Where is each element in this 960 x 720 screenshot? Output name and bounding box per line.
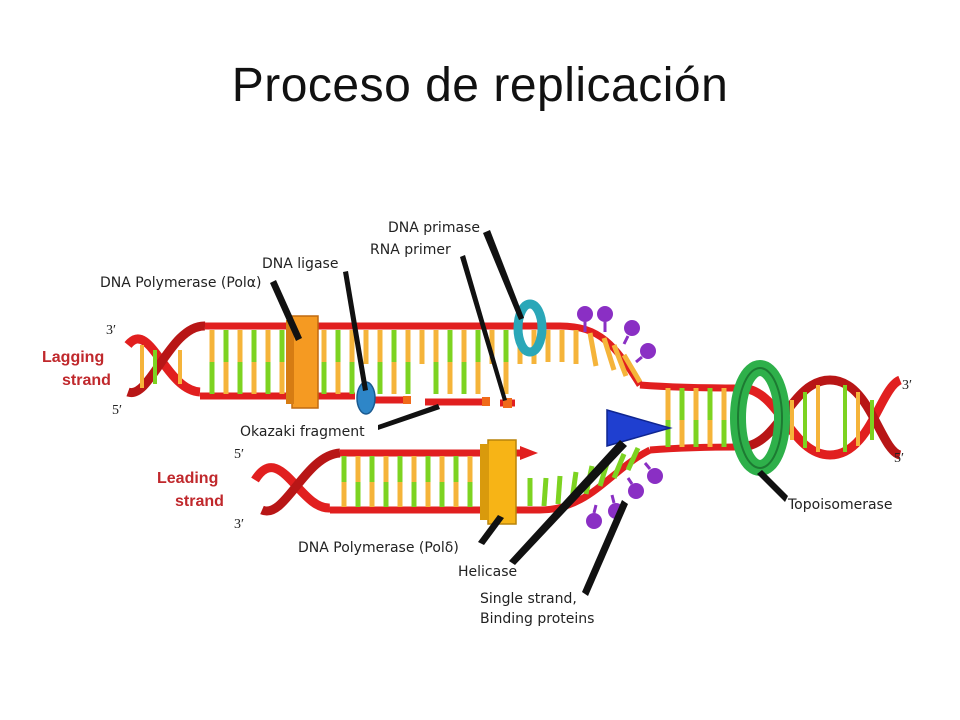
dna-polymerase-delta: [487, 439, 517, 525]
label-dna-polymerase-alpha: DNA Polymerase (Polα): [100, 275, 261, 291]
lagging-strand: [124, 321, 643, 407]
dna-polymerase-delta-side: [480, 444, 489, 520]
label-dna-polymerase-delta: DNA Polymerase (Polδ): [298, 540, 459, 556]
end-right-top: 3′: [902, 378, 912, 393]
label-leading-strand-2: strand: [175, 493, 224, 510]
leading-base-pairs: [341, 456, 473, 507]
label-rna-primer: RNA primer: [370, 242, 451, 258]
label-ssb-line2: Binding proteins: [480, 611, 594, 627]
end-leading-bottom: 3′: [234, 517, 244, 532]
parental-bottom-backbone: [649, 443, 741, 454]
end-right-bottom: 5′: [894, 451, 904, 466]
parental-top-backbone: [639, 381, 741, 392]
dna-primase: [513, 299, 547, 357]
right-helix-strand-b: [739, 375, 903, 460]
parental-base-pairs: [665, 388, 727, 447]
label-topoisomerase: Topoisomerase: [787, 497, 892, 513]
end-leading-top: 5′: [234, 447, 244, 462]
leading-direction-arrow: [520, 446, 538, 460]
label-leading-strand-1: Leading: [157, 470, 218, 487]
label-lagging-strand-2: strand: [62, 372, 111, 389]
label-lagging-strand-1: Lagging: [42, 349, 104, 366]
rna-primer-3: [503, 398, 512, 408]
right-helix-strand-a: [739, 375, 903, 460]
helicase: [606, 409, 673, 447]
label-dna-ligase: DNA ligase: [262, 256, 338, 272]
end-lagging-bottom: 5′: [112, 403, 122, 418]
page-title: Proceso de replicación: [231, 59, 729, 112]
rna-primer-2: [482, 397, 490, 406]
lagging-base-pairs: [209, 330, 537, 394]
rna-primer-1: [403, 396, 411, 404]
dna-polymerase-alpha-side: [286, 320, 294, 404]
label-helicase: Helicase: [458, 564, 517, 580]
label-okazaki-fragment: Okazaki fragment: [240, 424, 365, 440]
label-ssb-line1: Single strand,: [480, 591, 577, 607]
parental-duplex: [639, 375, 903, 460]
label-pointers: [270, 230, 788, 596]
label-dna-primase: DNA primase: [388, 220, 480, 236]
topoisomerase-outline: [737, 367, 783, 469]
end-lagging-top: 3′: [106, 323, 116, 338]
